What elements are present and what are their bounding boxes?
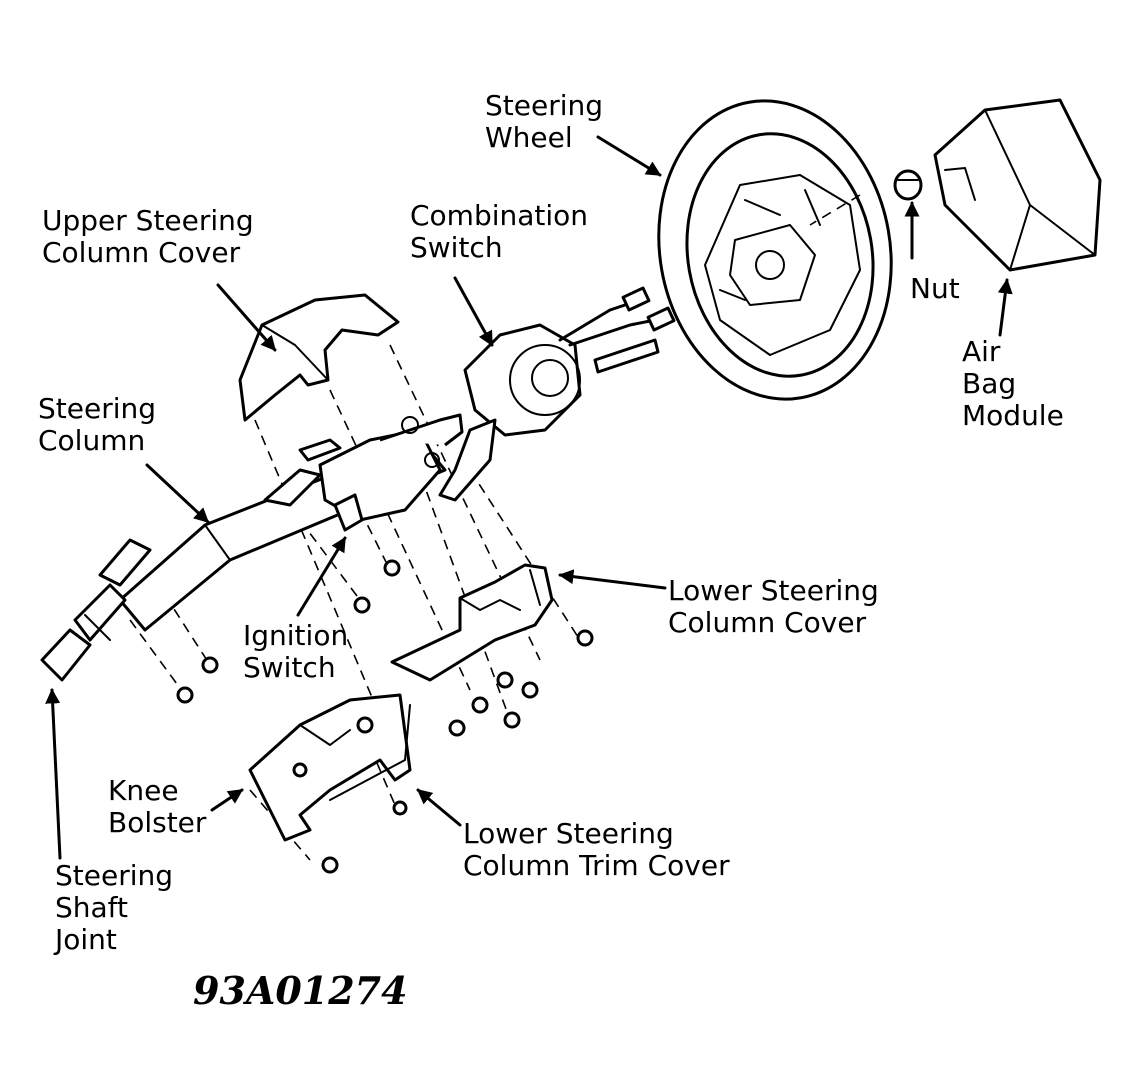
label-steering-shaft-joint: Steering Shaft Joint bbox=[55, 859, 174, 956]
arrow-shaft-joint bbox=[45, 688, 62, 860]
air-bag-module-part bbox=[933, 98, 1102, 272]
combination-switch-part bbox=[438, 286, 676, 502]
steering-wheel-part bbox=[657, 99, 893, 401]
arrow-ignition-switch bbox=[296, 536, 347, 617]
label-lower-column-cover: Lower Steering Column Cover bbox=[668, 574, 879, 639]
label-air-bag-module: Air Bag Module bbox=[962, 335, 1064, 432]
steering-column-part bbox=[118, 413, 464, 632]
label-steering-wheel: Steering Wheel bbox=[485, 89, 604, 154]
arrow-knee-bolster bbox=[210, 788, 244, 812]
steering-shaft-joint-part bbox=[40, 538, 152, 682]
label-combination-switch: Combination Switch bbox=[410, 199, 589, 264]
label-nut: Nut bbox=[910, 272, 960, 305]
nut-part bbox=[893, 169, 923, 201]
label-upper-column-cover: Upper Steering Column Cover bbox=[42, 204, 254, 269]
arrow-lower-cover bbox=[558, 569, 667, 590]
upper-column-cover-part bbox=[238, 293, 400, 422]
label-steering-column: Steering Column bbox=[38, 392, 157, 457]
arrow-steering-wheel bbox=[596, 135, 662, 177]
arrow-upper-cover bbox=[216, 283, 277, 352]
arrow-steering-column bbox=[145, 463, 210, 524]
knee-bolster-part bbox=[248, 693, 412, 842]
label-lower-column-trim-cover: Lower Steering Column Trim Cover bbox=[463, 817, 730, 882]
fasteners bbox=[176, 559, 594, 874]
arrow-combination-switch bbox=[453, 276, 494, 347]
figure-id: 93A01274 bbox=[193, 968, 408, 1013]
arrow-air-bag bbox=[997, 278, 1013, 337]
label-ignition-switch: Ignition Switch bbox=[243, 619, 349, 684]
leader-arrows bbox=[45, 135, 1013, 860]
ignition-switch-part bbox=[333, 493, 364, 532]
lower-column-cover-part bbox=[390, 563, 554, 682]
arrow-trim-cover bbox=[416, 788, 462, 827]
label-knee-bolster: Knee Bolster bbox=[108, 774, 207, 839]
